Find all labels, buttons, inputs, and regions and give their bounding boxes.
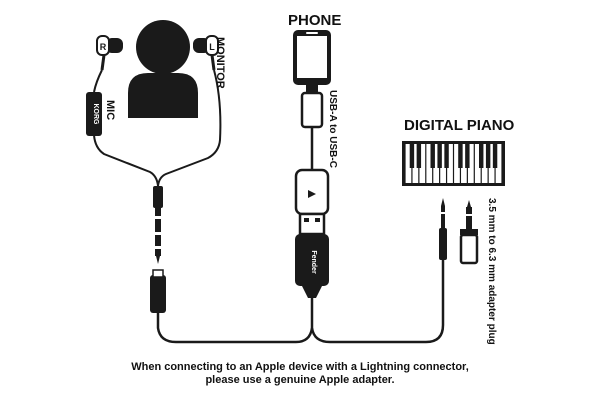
piano-white-key (426, 144, 433, 183)
piano-white-keys (405, 144, 502, 183)
note-line-2: please use a genuine Apple adapter. (205, 374, 395, 386)
main-cables (156, 260, 445, 344)
piano-white-key (481, 144, 488, 183)
digital-piano-icon (402, 141, 505, 186)
headset-plug (153, 186, 163, 264)
piano-white-key (440, 144, 446, 183)
piano-white-key (454, 144, 460, 183)
piano-white-key (495, 144, 502, 183)
usb-adapter-label: USB-A to USB-C (327, 90, 338, 168)
audio-interface: Fender (295, 234, 329, 298)
headset-cable (93, 69, 222, 187)
person-icon (128, 20, 198, 118)
piano-black-key (485, 144, 491, 168)
mic-label: MIC (104, 100, 116, 121)
piano-black-key (492, 144, 498, 168)
piano-white-key (419, 144, 426, 183)
apple-adapter-note: When connecting to an Apple device with … (0, 361, 600, 387)
piano-white-key (474, 144, 481, 183)
earbud-right-marker: R (100, 42, 107, 52)
piano-black-key (444, 144, 449, 168)
earbud-left-marker: L (209, 42, 215, 52)
mic-brand-text: KORG (92, 104, 99, 126)
piano-black-keys (409, 144, 498, 168)
adapter-plug-icon (459, 200, 479, 265)
piano-white-key (405, 144, 412, 183)
piano-white-key (488, 144, 495, 183)
piano-black-key (479, 144, 484, 168)
monitor-label: MONITOR (214, 37, 226, 89)
note-line-1: When connecting to an Apple device with … (131, 361, 469, 373)
piano-white-key (433, 144, 440, 183)
left-earbud-icon (193, 35, 219, 71)
usb-c-plug (300, 85, 324, 170)
headset-jack (150, 269, 166, 313)
usb-a-plug (298, 212, 326, 236)
piano-white-key (467, 144, 474, 183)
phone-title: PHONE (288, 12, 342, 29)
right-earbud-icon (96, 35, 123, 71)
piano-white-key (412, 144, 419, 183)
inline-mic-control: KORG (86, 92, 102, 136)
adapter-plug-label: 3.5 mm to 6.3 mm adapter plug (486, 198, 497, 345)
piano-white-key (447, 144, 453, 183)
piano-black-key (465, 144, 470, 168)
piano-3-5mm-plug (439, 198, 447, 260)
piano-black-key (416, 144, 422, 168)
digital-piano-title: DIGITAL PIANO (404, 117, 515, 134)
piano-black-key (430, 144, 435, 168)
usb-a-socket-adapter (294, 168, 330, 216)
piano-black-key (409, 144, 415, 168)
phone-icon (293, 30, 331, 85)
interface-brand-text: Fender (310, 250, 317, 274)
piano-black-key (458, 144, 463, 168)
piano-white-key (461, 144, 467, 183)
piano-black-key (437, 144, 442, 168)
